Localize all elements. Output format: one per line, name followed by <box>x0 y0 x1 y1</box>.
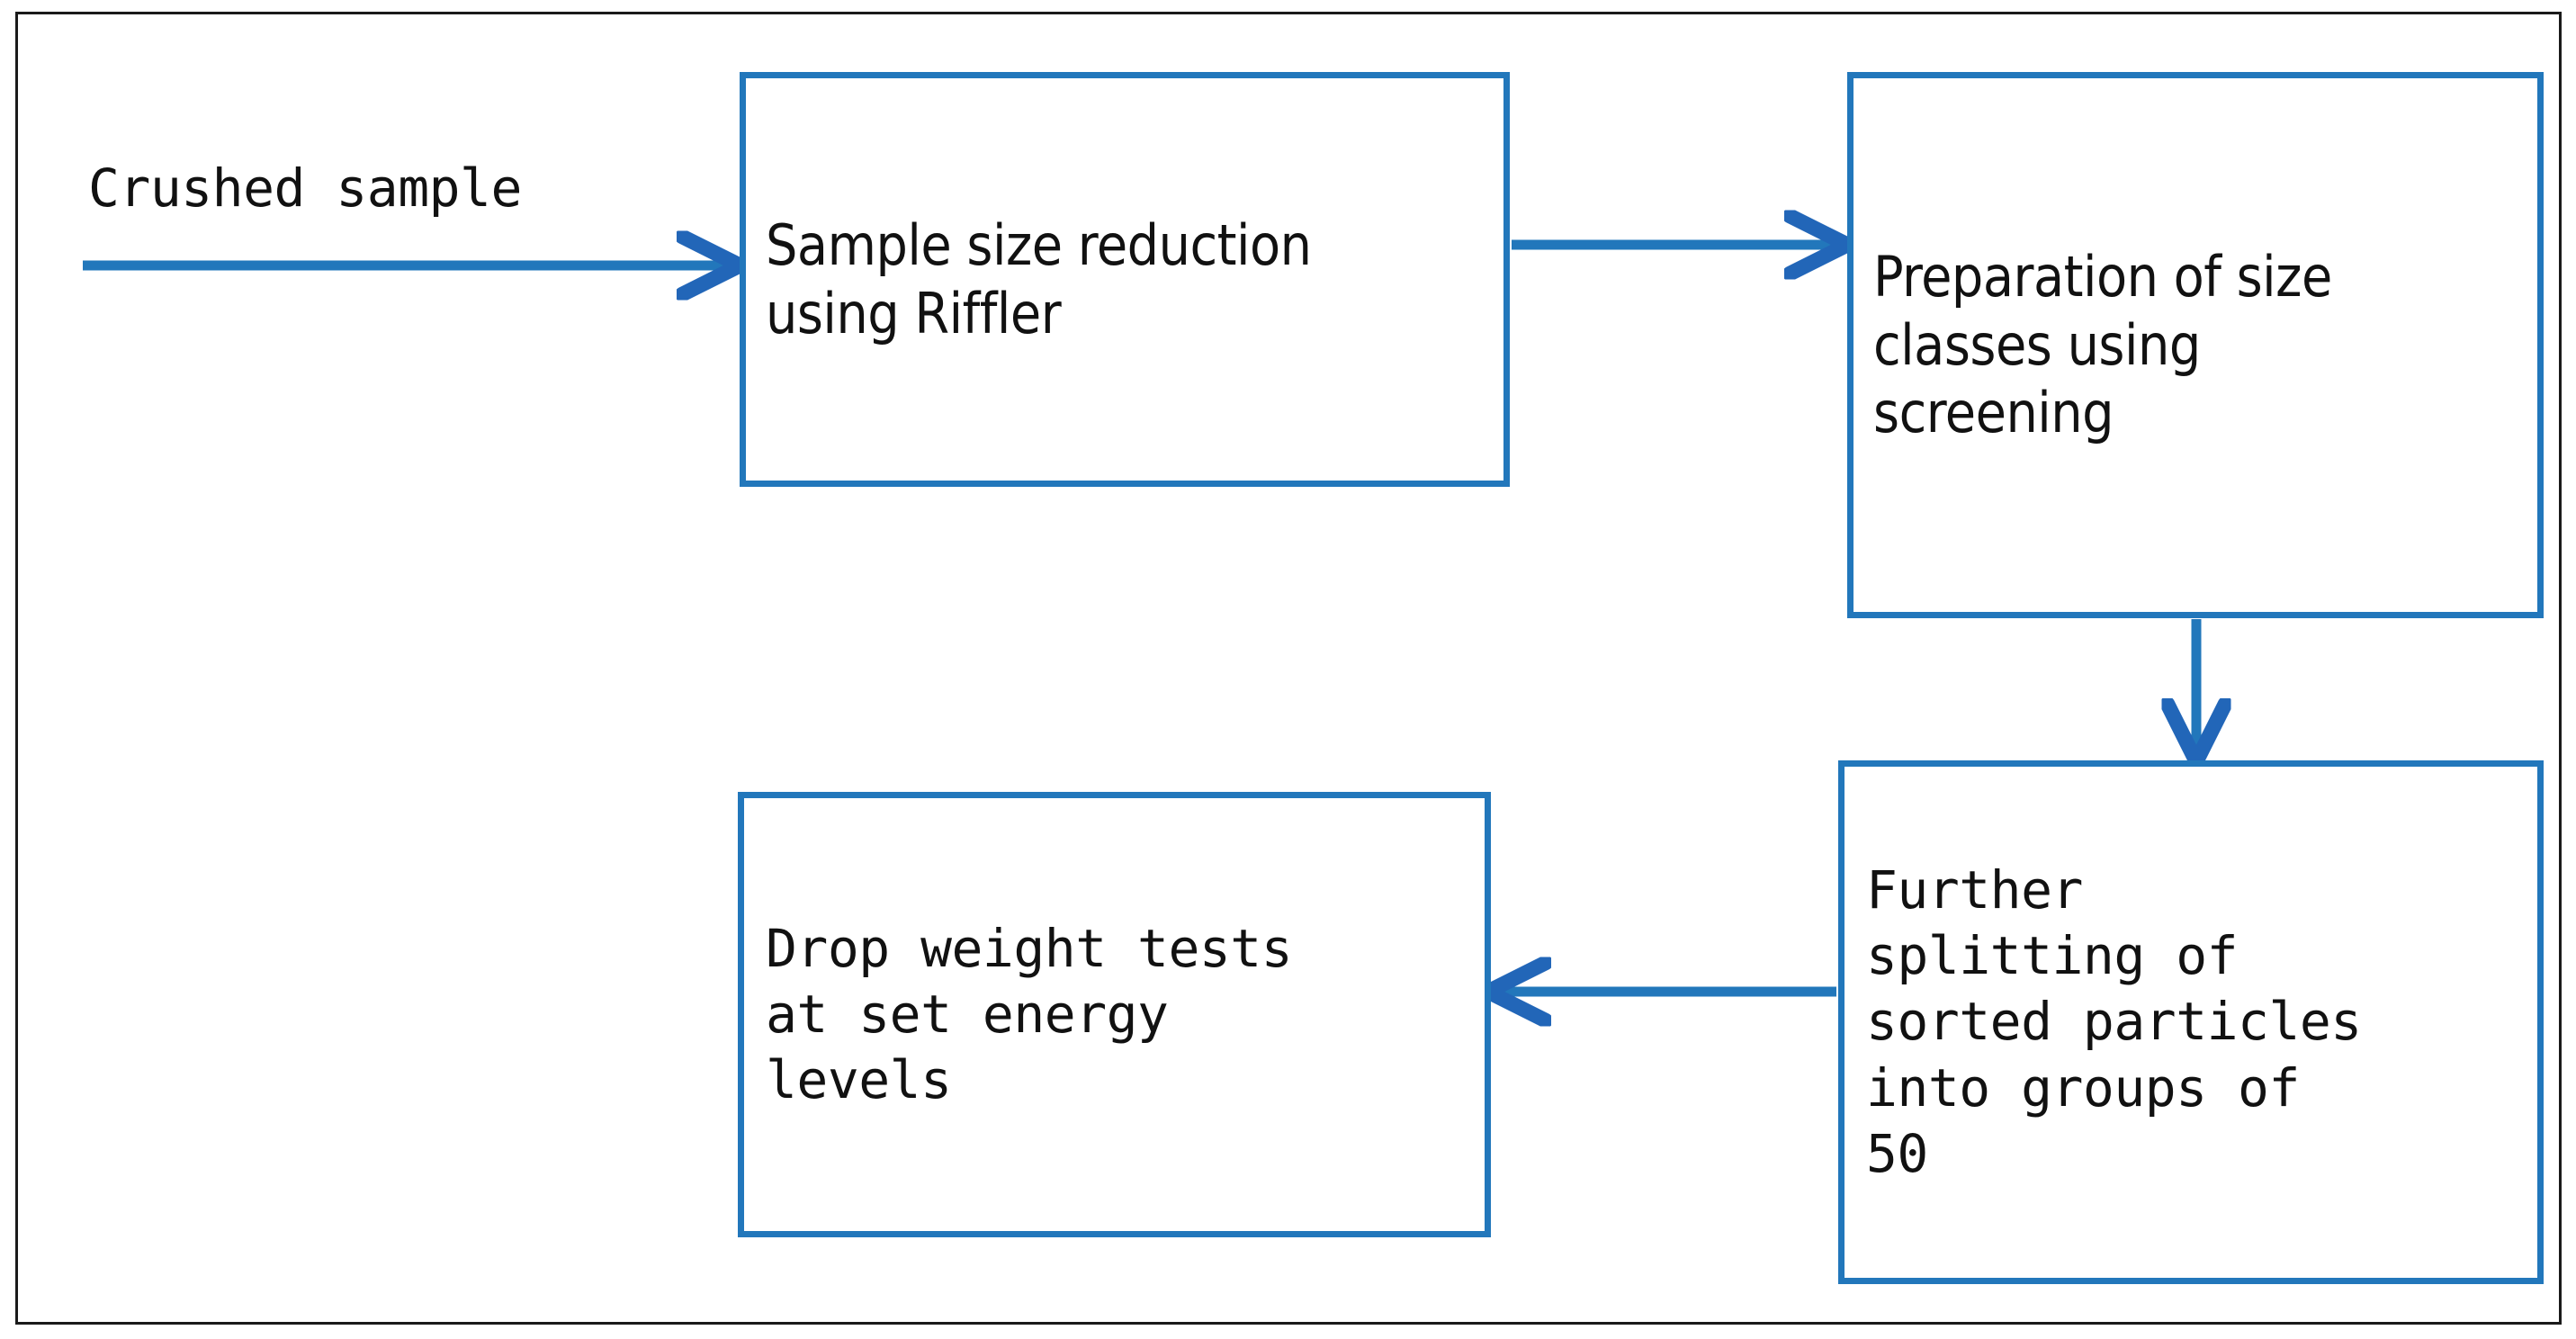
label-crushed-sample: Crushed sample <box>88 157 522 219</box>
node-drop-weight-tests-label: Drop weight tests at set energy levels <box>766 917 1293 1111</box>
node-preparation-size-classes[interactable]: Preparation of size classes using screen… <box>1847 72 2544 618</box>
node-sample-size-reduction[interactable]: Sample size reduction using Riffler <box>740 72 1510 487</box>
node-drop-weight-tests[interactable]: Drop weight tests at set energy levels <box>738 792 1491 1237</box>
node-sample-size-reduction-label: Sample size reduction using Riffler <box>766 211 1312 346</box>
node-further-splitting[interactable]: Further splitting of sorted particles in… <box>1838 760 2544 1284</box>
node-preparation-size-classes-label: Preparation of size classes using screen… <box>1873 244 2332 446</box>
node-further-splitting-label: Further splitting of sorted particles in… <box>1866 859 2362 1184</box>
